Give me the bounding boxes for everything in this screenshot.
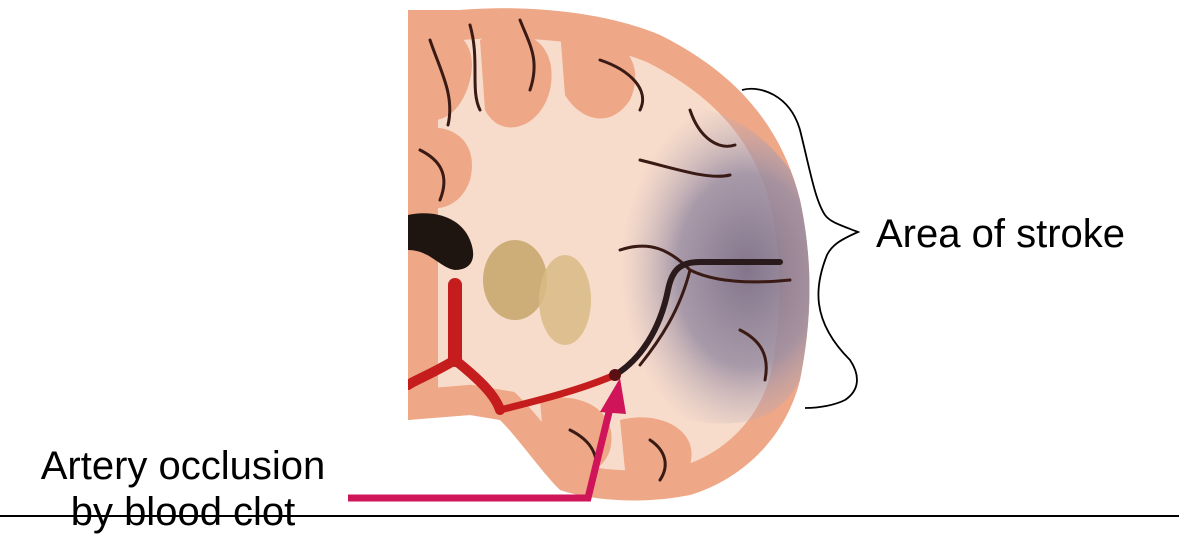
artery-occlusion-label: Artery occlusion by blood clot (8, 443, 358, 535)
basal-ganglia (539, 255, 591, 345)
artery-occlusion-label-line2: by blood clot (8, 489, 358, 535)
basal-ganglia (483, 240, 547, 320)
artery-occlusion-label-line1: Artery occlusion (8, 443, 358, 489)
brain-coronal-section (408, 8, 812, 500)
stroke-area-label: Area of stroke (876, 211, 1125, 257)
blood-clot (609, 369, 621, 381)
